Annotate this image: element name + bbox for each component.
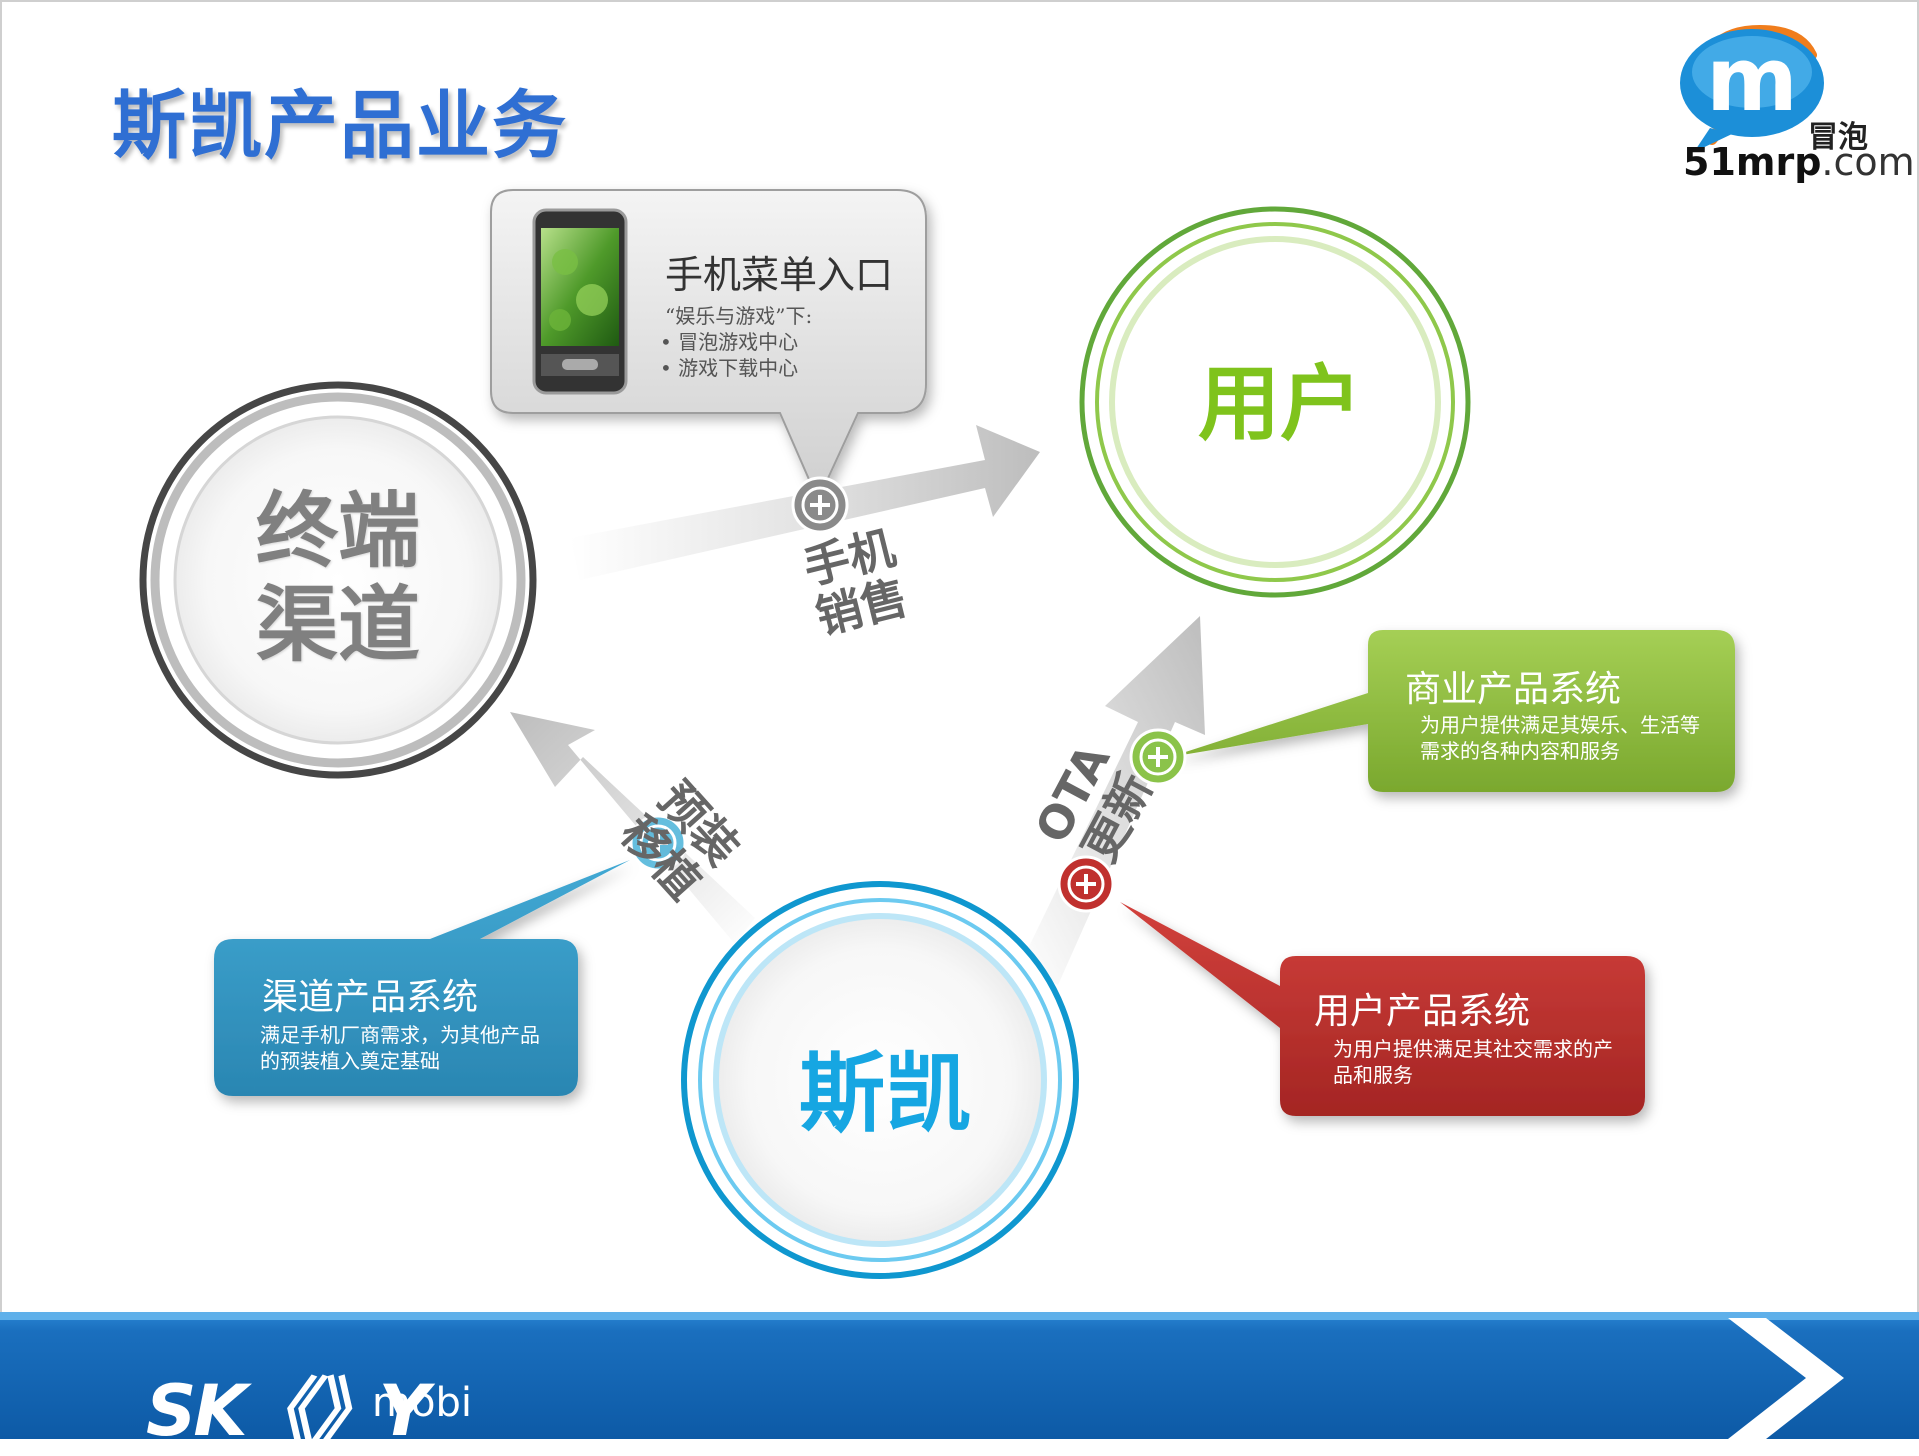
logo-domain: 51mrp.com (1683, 140, 1915, 184)
skymobi-node (681, 881, 1079, 1279)
logo-name: 冒泡 (1808, 120, 1868, 155)
footer-brand-logo: SK《》Y (146, 1370, 429, 1452)
phone-image (532, 208, 628, 395)
page-title: 斯凯产品业务 (112, 83, 568, 169)
terminal-channel-label: 终端 渠道 (188, 484, 488, 674)
logo-domain-main: 51mrp (1683, 140, 1822, 184)
commercial-system-title: 商业产品系统 (1405, 669, 1622, 710)
plus-circle-icon[interactable] (1057, 855, 1115, 913)
skymobi-label: 斯凯 (799, 1044, 971, 1144)
terminal-channel-node (139, 381, 537, 779)
phone-menu-item: • 冒泡游戏中心 (660, 330, 799, 354)
footer-band (0, 1312, 1919, 1439)
phone-menu-intro: “娱乐与游戏”下: (665, 304, 813, 328)
plus-circle-icon[interactable] (791, 476, 849, 534)
footer-brand-suffix: mobi (372, 1380, 472, 1426)
phone-menu-title: 手机菜单入口 (665, 253, 894, 297)
user-system-callout-shape (1120, 902, 1645, 1116)
user-node (1079, 206, 1471, 598)
user-label: 用户 (1197, 357, 1362, 452)
plus-circle-icon[interactable] (1129, 728, 1187, 786)
plus-circle-icon[interactable] (629, 814, 687, 872)
logo-mark-letter: m (1706, 28, 1798, 131)
terminal-channel-label-line-2: 渠道 (255, 578, 420, 674)
speech-bubble-logo: m (1680, 24, 1824, 152)
logo-domain-suffix: .com (1821, 140, 1915, 184)
channel-system-callout-shape (214, 860, 630, 1096)
commercial-system-callout-shape (1170, 630, 1735, 792)
phone-menu-item: • 游戏下载中心 (660, 356, 799, 380)
terminal-channel-label-line-1: 终端 (255, 484, 420, 579)
user-system-description: 为用户提供满足其社交需求的产品和服务 (1333, 1037, 1613, 1087)
channel-system-description: 满足手机厂商需求，为其他产品的预装植入奠定基础 (260, 1023, 540, 1073)
chevron-right-icon (1728, 1318, 1844, 1439)
preinstall-arrow (510, 712, 755, 944)
commercial-system-description: 为用户提供满足其娱乐、生活等需求的各种内容和服务 (1420, 713, 1700, 763)
channel-system-title: 渠道产品系统 (262, 977, 479, 1018)
user-system-title: 用户产品系统 (1314, 991, 1531, 1032)
